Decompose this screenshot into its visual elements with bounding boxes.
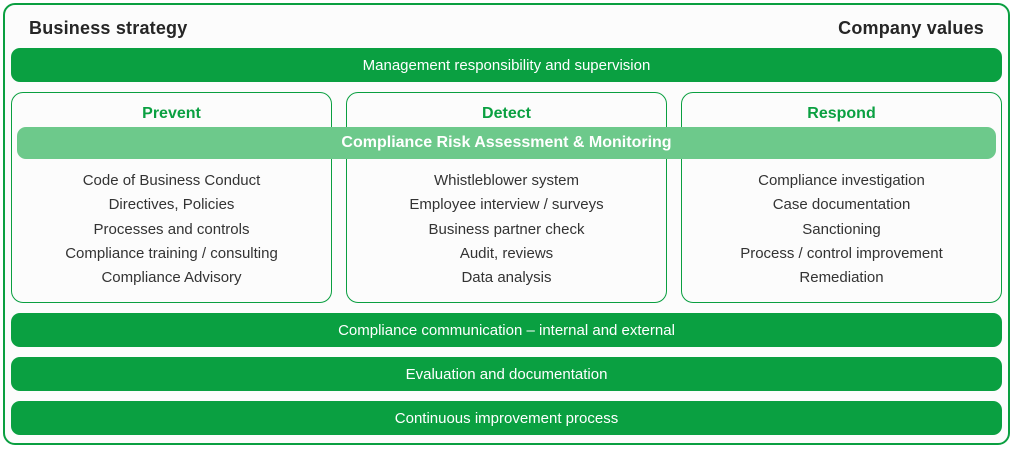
evaluation-bar: Evaluation and documentation	[11, 357, 1002, 391]
column-item: Processes and controls	[93, 220, 250, 238]
column-item: Whistleblower system	[433, 172, 580, 189]
titles-row: Business strategy Company values	[11, 5, 1002, 48]
column-item: Employee interview / surveys	[409, 196, 604, 214]
column-item: Process / control improvement	[740, 244, 943, 262]
column-item: Data analysis	[461, 269, 552, 287]
column-item: Audit, reviews	[459, 244, 554, 262]
communication-bar: Compliance communication – internal and …	[11, 313, 1002, 347]
company-values-title: Company values	[838, 18, 984, 38]
column-respond-title: Respond	[807, 105, 876, 122]
risk-assessment-bar: Compliance Risk Assessment & Monitoring	[17, 127, 996, 159]
improvement-bar: Continuous improvement process	[11, 401, 1002, 435]
column-detect-title: Detect	[482, 105, 531, 122]
column-prevent-title: Prevent	[142, 105, 201, 122]
column-item: Code of Business Conduct	[82, 172, 261, 189]
column-item: Compliance investigation	[758, 172, 925, 189]
column-respond: Respond Compliance investigation Case do…	[681, 92, 1002, 303]
improvement-bar-label: Continuous improvement process	[394, 409, 619, 427]
column-item: Sanctioning	[802, 220, 881, 238]
column-item: Business partner check	[428, 220, 585, 238]
column-prevent: Prevent Code of Business Conduct Directi…	[11, 92, 332, 303]
management-bar: Management responsibility and supervisio…	[11, 48, 1002, 82]
column-item: Remediation	[799, 269, 884, 287]
evaluation-bar-label: Evaluation and documentation	[405, 365, 608, 383]
management-bar-label: Management responsibility and supervisio…	[362, 56, 651, 74]
column-detect-items: Whistleblower system Employee interview …	[347, 169, 666, 290]
risk-assessment-bar-label: Compliance Risk Assessment & Monitoring	[341, 134, 672, 151]
column-detect: Detect Whistleblower system Employee int…	[346, 92, 667, 303]
column-item: Directives, Policies	[108, 196, 235, 214]
columns-row: Prevent Code of Business Conduct Directi…	[11, 92, 1002, 303]
column-prevent-items: Code of Business Conduct Directives, Pol…	[12, 169, 331, 290]
column-item: Case documentation	[772, 196, 911, 214]
column-item: Compliance Advisory	[101, 269, 242, 287]
framework-container: Business strategy Company values Managem…	[3, 3, 1010, 445]
column-item: Compliance training / consulting	[65, 244, 278, 262]
business-strategy-title: Business strategy	[29, 18, 188, 38]
communication-bar-label: Compliance communication – internal and …	[338, 321, 675, 339]
column-respond-items: Compliance investigation Case documentat…	[682, 169, 1001, 290]
